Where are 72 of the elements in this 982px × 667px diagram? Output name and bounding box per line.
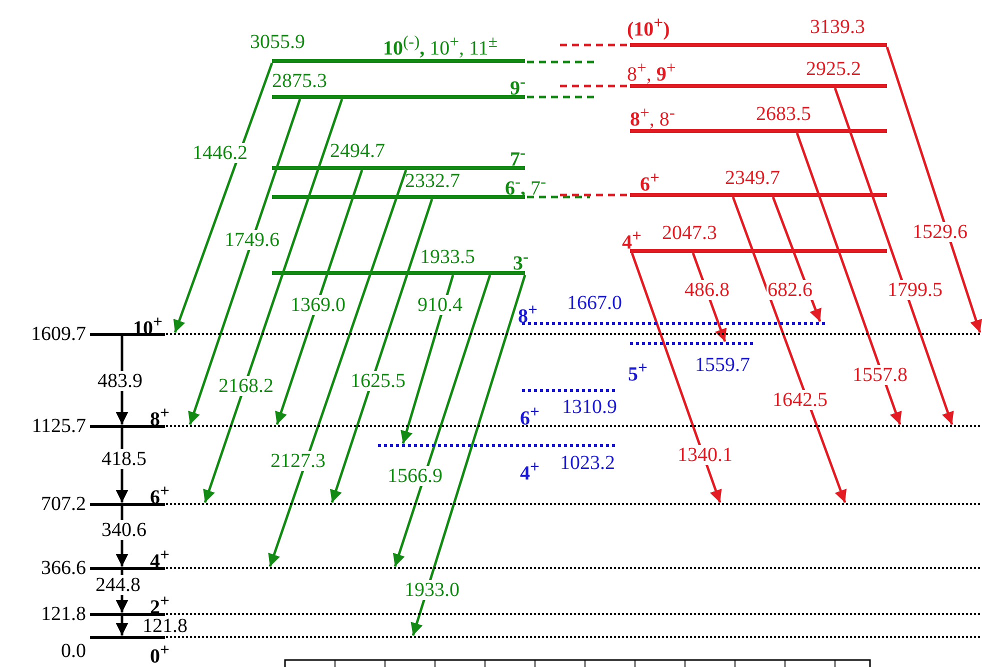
spin-parity-label: 8$^{+}$ bbox=[150, 402, 170, 431]
transition-arrow bbox=[410, 274, 526, 636]
energy-label: 2683.5 bbox=[756, 103, 811, 125]
spin-parity-label: 6$^{+}$ bbox=[640, 167, 660, 196]
gamma-energy-label: 1799.5 bbox=[886, 280, 944, 300]
gamma-energy-label: 2127.3 bbox=[270, 451, 326, 471]
gamma-energy-label: 1566.9 bbox=[386, 466, 444, 486]
energy-label: 1023.2 bbox=[560, 452, 615, 474]
energy-label: 1310.9 bbox=[562, 396, 617, 418]
gamma-energy-label: 1340.1 bbox=[676, 445, 734, 465]
transition-arrow bbox=[188, 98, 302, 425]
spin-parity-label: 6$^{+}$ bbox=[520, 401, 540, 430]
gamma-energy-label: 1933.0 bbox=[404, 580, 460, 600]
gamma-energy-label: 1529.6 bbox=[912, 222, 968, 242]
gamma-energy-label: 1557.8 bbox=[852, 365, 908, 385]
gamma-energy-label: 2168.2 bbox=[218, 376, 274, 396]
energy-label: 1933.5 bbox=[420, 246, 475, 268]
energy-label: 0.0 bbox=[61, 640, 86, 662]
transition-arrow bbox=[392, 274, 492, 567]
spin-parity-label: (10$^{+}$) bbox=[627, 12, 670, 41]
transition-arrow bbox=[203, 98, 344, 503]
gamma-energy-label: 418.5 bbox=[100, 449, 148, 469]
gamma-energy-label: 486.8 bbox=[684, 280, 730, 300]
gamma-energy-label: 340.6 bbox=[100, 520, 148, 540]
energy-label: 2925.2 bbox=[806, 58, 861, 80]
energy-label: 2494.7 bbox=[330, 140, 385, 162]
transition-arrow bbox=[173, 62, 274, 333]
energy-label: 2047.3 bbox=[662, 222, 717, 244]
transition-arrow bbox=[268, 170, 408, 567]
energy-label: 3055.9 bbox=[250, 31, 305, 53]
spin-parity-label: 0$^{+}$ bbox=[150, 639, 170, 667]
gamma-energy-label: 244.8 bbox=[94, 575, 142, 595]
energy-label: 3139.3 bbox=[810, 16, 865, 38]
spin-parity-label: 7$^{-}$ bbox=[510, 142, 526, 171]
spin-parity-label: 4$^{+}$ bbox=[520, 456, 540, 485]
gamma-energy-label: 1749.6 bbox=[224, 230, 280, 250]
spin-parity-label: 10$^{(-)}$, 10$^{+}$, 11$^{±}$ bbox=[383, 31, 498, 60]
transition-arrow bbox=[630, 252, 722, 503]
spin-parity-label: 5$^{+}$ bbox=[628, 357, 648, 386]
transition-arrow bbox=[732, 196, 847, 503]
energy-label: 2875.3 bbox=[272, 70, 327, 92]
gamma-energy-label: 682.6 bbox=[766, 280, 814, 300]
transition-arrow bbox=[886, 46, 982, 333]
gamma-energy-label: 483.9 bbox=[96, 371, 144, 391]
transition-arrow bbox=[116, 616, 128, 636]
spin-parity-label: 8$^{+}$, 9$^{+}$ bbox=[627, 57, 676, 86]
energy-label: 121.8 bbox=[41, 603, 86, 625]
transition-arrow bbox=[400, 274, 454, 444]
spin-parity-label: 6$^{+}$ bbox=[150, 480, 170, 509]
energy-label: 366.6 bbox=[41, 557, 86, 579]
energy-label: 1559.7 bbox=[695, 354, 750, 376]
energy-label: 707.2 bbox=[41, 493, 86, 515]
gamma-energy-label: 1642.5 bbox=[772, 390, 828, 410]
energy-label: 1609.7 bbox=[31, 323, 86, 345]
energy-label: 2332.7 bbox=[405, 170, 460, 192]
spin-parity-label: 9$^{-}$ bbox=[510, 71, 526, 100]
gamma-energy-label: 910.4 bbox=[416, 295, 464, 315]
spin-parity-label: 4$^{+}$ bbox=[150, 544, 170, 573]
energy-label: 1667.0 bbox=[567, 292, 622, 314]
spin-parity-label: 8$^{+}$, 8$^{-}$ bbox=[630, 102, 675, 131]
transition-arrow bbox=[330, 198, 434, 503]
energy-label: 1125.7 bbox=[32, 415, 86, 437]
spin-parity-label: 3$^{-}$ bbox=[513, 246, 529, 275]
spin-parity-label: 4$^{+}$ bbox=[622, 225, 642, 254]
transition-arrow bbox=[275, 170, 364, 425]
energy-label: 2349.7 bbox=[725, 167, 780, 189]
spin-parity-label: 8$^{+}$ bbox=[518, 299, 538, 328]
gamma-energy-label: 1625.5 bbox=[350, 371, 406, 391]
gamma-energy-label: 1446.2 bbox=[192, 143, 248, 163]
transition-arrow bbox=[796, 132, 902, 425]
transition-arrow bbox=[834, 88, 954, 425]
gamma-energy-label: 1369.0 bbox=[290, 295, 346, 315]
